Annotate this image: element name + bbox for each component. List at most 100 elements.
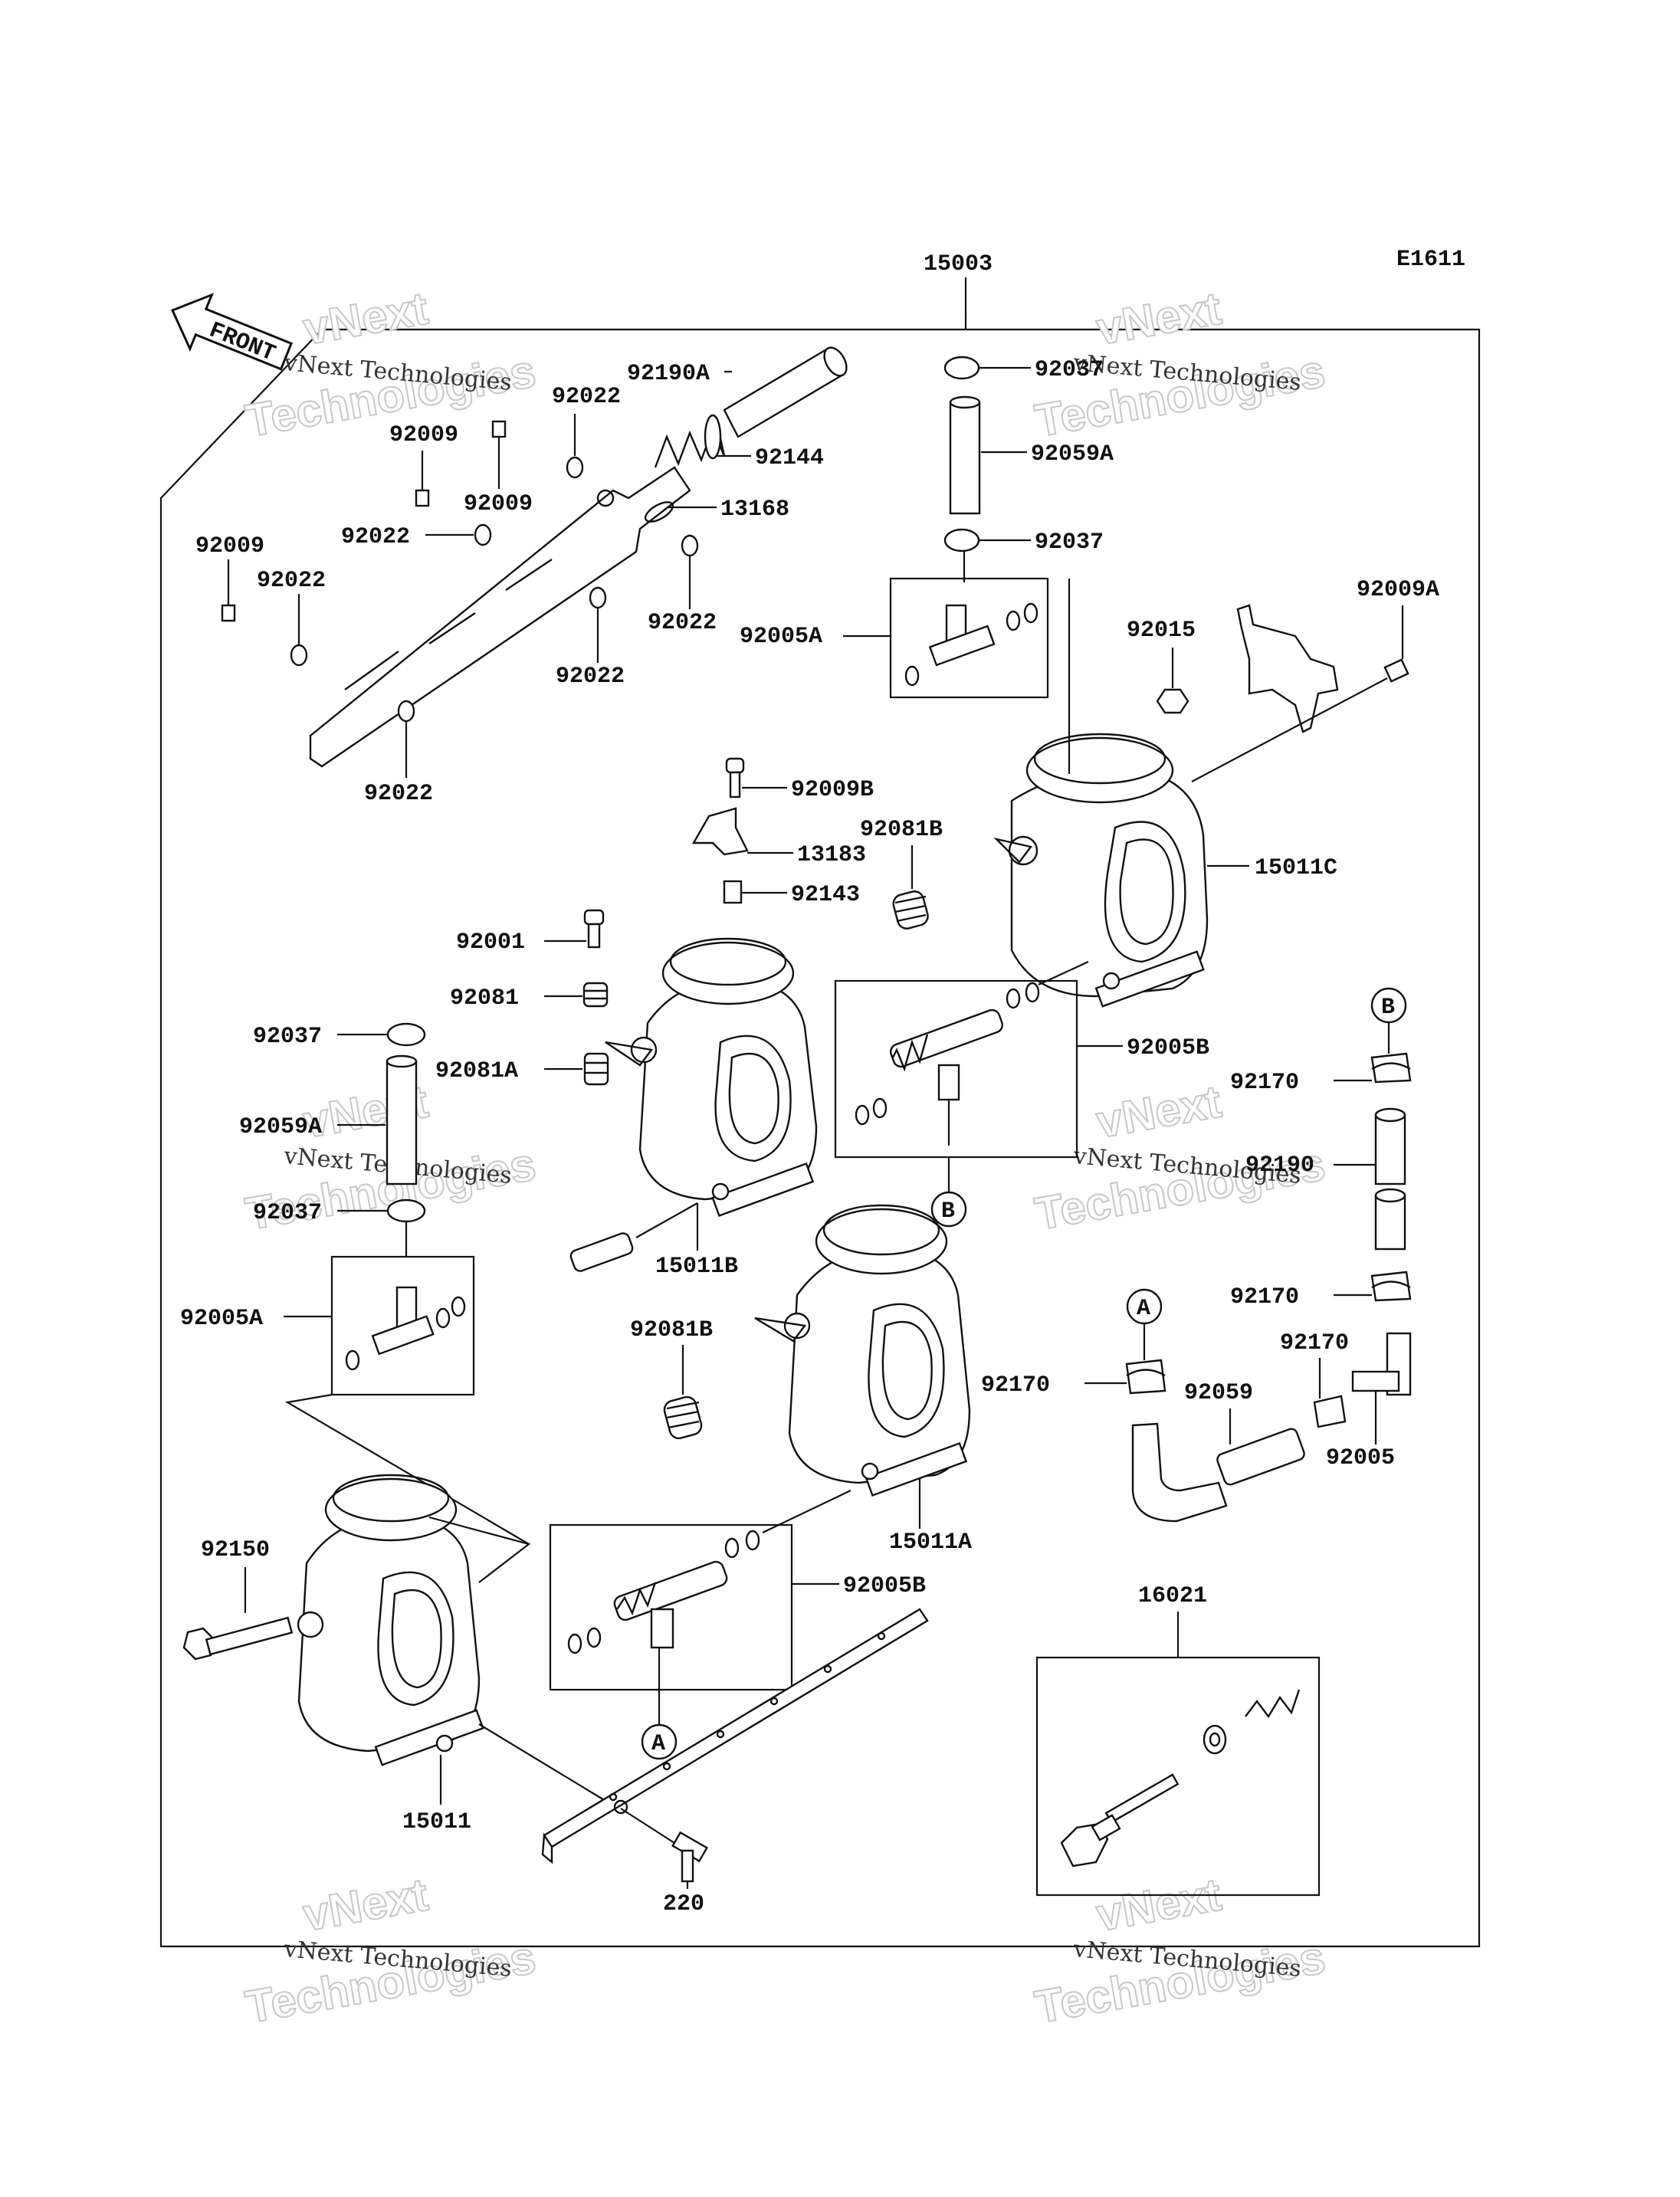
svg-text:92081A: 92081A (435, 1058, 518, 1084)
part-label-15003: 15003 (924, 251, 993, 277)
kit-16021: 16021 (1035, 1583, 1321, 1897)
svg-text:220: 220 (663, 1891, 704, 1917)
fitting-92005b-lower: 92005B (549, 1490, 926, 1694)
svg-text:92190: 92190 (1245, 1153, 1314, 1179)
svg-text:92170: 92170 (1230, 1070, 1299, 1096)
fitting-92005a-left: 92005A (180, 1255, 530, 1545)
svg-text:92170: 92170 (1280, 1330, 1349, 1356)
clamp-92170-b: 92170 (1230, 1271, 1412, 1310)
svg-text:92022: 92022 (556, 664, 625, 690)
watermark-bottom-left: vNext Technologies vNext Technologies (241, 1867, 540, 2033)
clamp-92037-top: 92037 (943, 356, 1104, 383)
svg-text:A: A (651, 1731, 665, 1757)
svg-text:vNext: vNext (300, 1868, 432, 1940)
svg-text:92022: 92022 (341, 524, 410, 550)
callout-b-lower: B (930, 1157, 967, 1228)
callout-b-upper: B (1370, 987, 1407, 1054)
svg-text:92022: 92022 (257, 568, 326, 594)
svg-text:15011: 15011 (402, 1809, 471, 1835)
svg-text:92037: 92037 (1035, 530, 1104, 556)
svg-text:92022: 92022 (364, 781, 433, 807)
svg-text:92037: 92037 (253, 1200, 322, 1226)
svg-text:A: A (1137, 1296, 1150, 1322)
svg-text:15011C: 15011C (1255, 855, 1337, 881)
svg-text:92081B: 92081B (630, 1317, 713, 1343)
svg-text:vNext: vNext (1093, 1075, 1226, 1147)
svg-text:92009: 92009 (389, 422, 458, 448)
svg-text:92059: 92059 (1184, 1380, 1253, 1406)
front-arrow-icon: FRONT (170, 293, 294, 371)
svg-text:92190A: 92190A (627, 361, 710, 387)
svg-text:92005B: 92005B (843, 1573, 926, 1599)
svg-text:92022: 92022 (552, 384, 621, 410)
svg-text:92009: 92009 (464, 491, 533, 517)
callout-a-upper: A (1126, 1288, 1163, 1360)
clamp-92037-left-a: 92037 (253, 1022, 426, 1050)
assembly-frame: 15003 (159, 251, 1481, 1948)
svg-text:92144: 92144 (755, 445, 824, 471)
svg-text:vNext: vNext (1093, 1868, 1226, 1940)
tube-92059a-left: 92059A (239, 1054, 418, 1185)
tube-92190a: 92190A (627, 346, 848, 438)
svg-text:92009B: 92009B (791, 777, 874, 803)
clamp-92170-a: 92170 (1230, 1052, 1412, 1096)
clamp-92170-d: 92170 (1280, 1330, 1349, 1428)
diagram-code: E1611 (1396, 247, 1465, 273)
svg-text:92022: 92022 (648, 610, 717, 636)
plate-220 (541, 1608, 929, 1864)
svg-text:92037: 92037 (1035, 357, 1104, 383)
svg-text:92170: 92170 (1230, 1284, 1299, 1310)
svg-text:92005A: 92005A (180, 1306, 263, 1332)
svg-text:92143: 92143 (791, 882, 860, 908)
svg-text:15011A: 15011A (889, 1530, 972, 1556)
clamp-92170-c: 92170 (981, 1359, 1166, 1399)
carburetor-15011c: 15011C (993, 579, 1337, 1008)
lever-13183: 13183 (691, 807, 866, 868)
svg-text:92005A: 92005A (740, 624, 822, 650)
svg-text:15011B: 15011B (655, 1254, 738, 1280)
collar-92143: 92143 (723, 880, 860, 908)
svg-text:13183: 13183 (797, 842, 866, 868)
spring-92081b-lower: 92081B (630, 1317, 713, 1440)
clamp-92037-second: 92037 (943, 528, 1104, 582)
svg-text:vNext: vNext (300, 282, 432, 354)
nut-92015: 92015 (1127, 618, 1196, 714)
svg-text:92037: 92037 (253, 1024, 322, 1050)
screws-92009: 92009 92009 92009 (195, 420, 533, 622)
watermark-top-right: vNext Technologies vNext Technologies (1031, 281, 1330, 447)
svg-text:92059A: 92059A (239, 1114, 322, 1140)
svg-text:92009: 92009 (195, 533, 264, 559)
svg-text:B: B (941, 1199, 955, 1225)
screw-92150: 92150 (182, 1537, 294, 1661)
spring-92144: 92144 (654, 414, 824, 471)
fitting-92005a-top: 92005A (740, 577, 1049, 699)
screw-92009b: 92009B (725, 757, 874, 803)
spring-92081a: 92081A (435, 1052, 609, 1086)
bracket-92009a: 92009A (1191, 577, 1439, 782)
svg-text:92001: 92001 (456, 930, 525, 956)
hose-92059: 92059 (1131, 1380, 1305, 1523)
spring-92081b-upper: 92081B (860, 817, 943, 930)
watermark-bottom-right: vNext Technologies vNext Technologies (1031, 1867, 1330, 2033)
svg-text:92005B: 92005B (1127, 1035, 1209, 1061)
tube-connector-15011b (569, 1202, 698, 1272)
carburetor-15011a: 15011A (754, 1204, 972, 1556)
bracket-13168: 13168 (309, 466, 789, 768)
svg-text:92059A: 92059A (1031, 441, 1114, 467)
screw-92001: 92001 (456, 909, 605, 956)
svg-text:92009A: 92009A (1357, 577, 1439, 603)
spring-92081: 92081 (450, 982, 609, 1012)
carburetor-15011b: 15011B (605, 937, 818, 1280)
hose-92190: 92190 (1245, 1107, 1406, 1251)
clamp-92037-left-b: 92037 (253, 1199, 426, 1257)
svg-text:92081B: 92081B (860, 817, 943, 843)
svg-text:92150: 92150 (201, 1537, 270, 1563)
svg-text:92015: 92015 (1127, 618, 1196, 644)
svg-text:16021: 16021 (1138, 1583, 1207, 1609)
tube-92059a-top: 92059A (949, 395, 1114, 515)
callout-a-lower: A (641, 1690, 678, 1760)
svg-text:B: B (1381, 995, 1395, 1021)
svg-text:92005: 92005 (1326, 1445, 1395, 1471)
svg-text:92170: 92170 (981, 1372, 1050, 1399)
